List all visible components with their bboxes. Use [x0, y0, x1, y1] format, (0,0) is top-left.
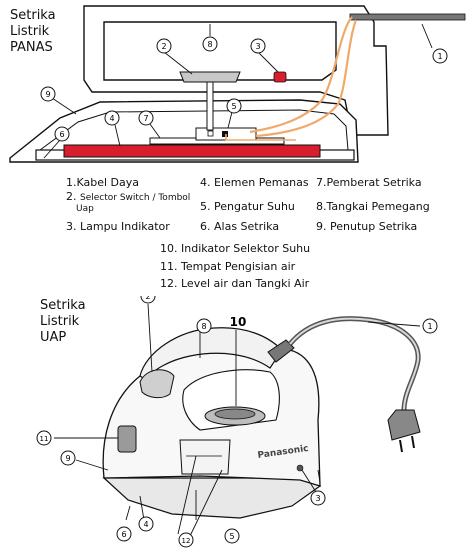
- top-callout-circle-3: [250, 38, 266, 54]
- legend-item-6: 6. Alas Setrika: [200, 220, 280, 233]
- top-title-line-2: Listrik: [10, 24, 50, 39]
- legend-item-12: 12. Level air dan Tangki Air: [160, 277, 310, 290]
- water-tank-window: [179, 439, 231, 475]
- top-callout-label-2: 2: [161, 42, 166, 51]
- bottom-callout-label-8: 8: [201, 322, 206, 331]
- bottom-callout-circle-12: [178, 532, 194, 548]
- legend-item-5: 5. Pengatur Suhu: [200, 200, 295, 213]
- bottom-title-line-2: Listrik: [40, 314, 80, 329]
- selector-shaft: [206, 81, 214, 131]
- legend-item-9: 9. Penutup Setrika: [316, 220, 418, 233]
- bottom-callout-label-2: 2: [145, 296, 150, 301]
- legend-item-1: 1.Kabel Daya: [66, 176, 140, 189]
- bottom-callout-label-4: 4: [143, 520, 148, 529]
- bottom-callout-circle-2: [140, 296, 156, 304]
- bottom-callout-circle-3: [310, 490, 326, 506]
- top-callout-circle-5: [226, 98, 242, 114]
- top-callout-circle-2: [156, 38, 172, 54]
- water-fill-cap: [117, 425, 137, 453]
- thermostat-dot-2: [207, 130, 214, 137]
- bottom-title-line-1: Setrika: [40, 298, 86, 313]
- bottom-callout-circle-4: [138, 516, 154, 532]
- legend-item-4: 4. Elemen Pemanas: [200, 176, 309, 189]
- legend-item-10: 10. Indikator Selektor Suhu: [160, 242, 311, 255]
- legend-item-2-line-1: Selector Switch / Tombol: [80, 193, 191, 203]
- legend-item-8: 8.Tangkai Pemegang: [316, 200, 430, 213]
- bottom-callout-label-5: 5: [229, 532, 234, 541]
- bottom-callout-label-6: 6: [121, 530, 126, 539]
- steam-sole-plate: [102, 477, 322, 519]
- legend-item-2-line-2: Uap: [76, 204, 94, 214]
- legend-item-2-prefix: 2.: [66, 190, 77, 203]
- bottom-callout-circle-8: [196, 318, 212, 334]
- top-callout-circle-9: [40, 86, 56, 102]
- selector-knob: [179, 71, 241, 83]
- indicator-lamp: [273, 71, 287, 83]
- thermostat-dot: [222, 131, 228, 137]
- top-title-line-3: PANAS: [10, 40, 53, 55]
- bottom-title: Setrika Listrik UAP: [40, 298, 86, 346]
- top-callout-circle-7: [138, 110, 154, 126]
- bottom-callout-circle-9: [60, 450, 76, 466]
- bottom-callout-label-12: 12: [182, 537, 191, 545]
- bottom-callout-label-1: 1: [427, 322, 432, 331]
- bottom-callout-label-3: 3: [315, 494, 320, 503]
- top-callout-label-6: 6: [59, 130, 64, 139]
- internal-wire-1: [249, 16, 353, 134]
- steam-indicator-lamp: [296, 464, 304, 472]
- top-callout-label-5: 5: [231, 102, 236, 111]
- top-callout-circle-6: [54, 126, 70, 142]
- legend-item-2: 2. Selector Switch / Tombol Uap: [66, 190, 191, 214]
- top-callout-circle-8: [202, 36, 218, 52]
- top-cross-section-diagram: 1 2 3 4 5 6 7 8 9: [9, 5, 466, 163]
- top-callout-label-9: 9: [45, 90, 50, 99]
- bottom-callout-label-10: 10: [230, 315, 247, 329]
- bottom-callout-label-9: 9: [65, 454, 70, 463]
- handle-window: [103, 21, 337, 81]
- power-plug: [387, 409, 421, 441]
- bottom-title-line-3: UAP: [40, 330, 67, 345]
- legend-item-7: 7.Pemberat Setrika: [316, 176, 422, 189]
- legend-item-11: 11. Tempat Pengisian air: [160, 260, 296, 273]
- bottom-callout-circle-1: [422, 318, 438, 334]
- temperature-dial-inner: [214, 408, 256, 420]
- bottom-callout-circle-6: [116, 526, 132, 542]
- top-callout-label-4: 4: [109, 114, 114, 123]
- top-callout-label-8: 8: [207, 40, 212, 49]
- bottom-callout-circle-11: [36, 430, 52, 446]
- internal-wire-2: [255, 19, 358, 138]
- heating-element: [63, 144, 321, 158]
- top-callout-label-3: 3: [255, 42, 260, 51]
- top-callout-label-1: 1: [437, 52, 442, 61]
- plug-pin-1: [399, 439, 403, 453]
- steam-selector-button: [139, 369, 175, 399]
- top-callout-label-7: 7: [143, 114, 148, 123]
- top-title: Setrika Listrik PANAS: [10, 8, 56, 56]
- cover-inner-line: [39, 109, 349, 151]
- top-callout-circle-1: [432, 48, 448, 64]
- bottom-callout-circle-5: [224, 528, 240, 544]
- top-title-line-1: Setrika: [10, 8, 56, 23]
- cord-boot: [267, 339, 295, 363]
- plug-pin-2: [411, 435, 415, 449]
- power-cord: [349, 13, 466, 21]
- bottom-callout-label-11: 11: [40, 435, 49, 443]
- top-callout-circle-4: [104, 110, 120, 126]
- internal-wire-3: [225, 134, 296, 141]
- power-cord-steam-highlight: [289, 317, 420, 411]
- legend-item-3: 3. Lampu Indikator: [66, 220, 170, 233]
